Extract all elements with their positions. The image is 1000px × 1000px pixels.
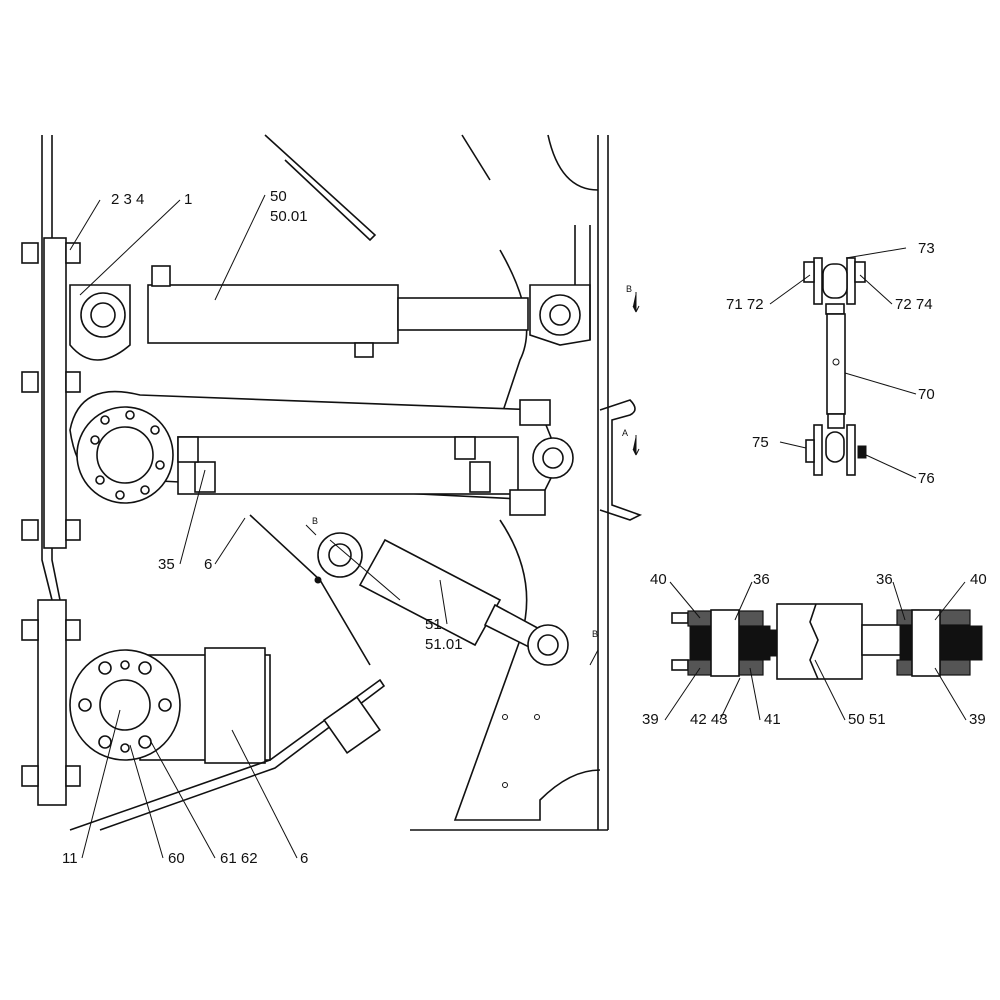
callout-41: 41	[764, 711, 781, 728]
view-marker-b: B	[626, 284, 632, 294]
callout-40-left: 40	[650, 571, 667, 588]
callout-50-51: 50 51	[848, 711, 886, 728]
cylinder-50	[69, 225, 591, 361]
callout-36-left: 36	[753, 571, 770, 588]
callout-40-right: 40	[970, 571, 987, 588]
callout-50: 50	[270, 188, 287, 205]
callout-70: 70	[918, 386, 935, 403]
callout-51: 51	[425, 616, 442, 633]
callout-61-62: 61 62	[220, 850, 258, 867]
callout-6-pivot: 6	[300, 850, 308, 867]
callout-71-72: 71 72	[726, 296, 764, 313]
callout-42-43: 42 43	[690, 711, 728, 728]
left-frame	[21, 135, 81, 806]
view-marker-b-lower: B	[592, 629, 598, 639]
callout-72-74: 72 74	[895, 296, 933, 313]
callout-76: 76	[918, 470, 935, 487]
callout-73: 73	[918, 240, 935, 257]
arm-35	[69, 390, 574, 516]
callout-36-right: 36	[876, 571, 893, 588]
leader-lines	[69, 194, 967, 859]
callout-39-left: 39	[642, 711, 659, 728]
callout-11: 11	[62, 850, 78, 867]
view-markers	[305, 292, 640, 666]
cylinder-51	[249, 514, 569, 666]
callout-60: 60	[168, 850, 185, 867]
callout-39-right: 39	[969, 711, 986, 728]
callout-50-01: 50.01	[270, 208, 308, 225]
callout-35: 35	[158, 556, 175, 573]
callout-6-arm: 6	[204, 556, 212, 573]
callout-2-3-4: 2 3 4	[111, 191, 144, 208]
link-detail-drawing	[803, 257, 867, 476]
callout-75: 75	[752, 434, 769, 451]
callout-1: 1	[184, 191, 192, 208]
view-marker-a: A	[622, 428, 628, 438]
pivot-assembly	[69, 647, 386, 831]
section-detail-drawing	[671, 603, 983, 680]
view-marker-b-cylinder: B	[312, 516, 318, 526]
callout-51-01: 51.01	[425, 636, 463, 653]
